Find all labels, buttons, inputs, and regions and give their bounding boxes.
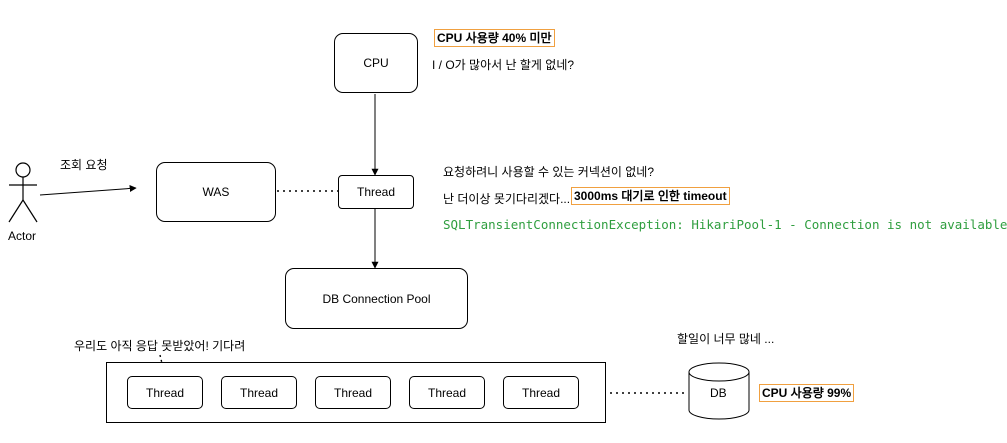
- was-label: WAS: [202, 185, 230, 199]
- pool-thread-2: Thread: [221, 376, 297, 409]
- waiting-threads-note: 우리도 아직 응답 못받았어! 기다려: [74, 339, 246, 353]
- cant-wait-note: 난 더이상 못기다리겠다...: [443, 192, 571, 206]
- db-connection-pool-label: DB Connection Pool: [322, 291, 431, 306]
- db-label: DB: [710, 386, 727, 400]
- exception-text: SQLTransientConnectionException: HikariP…: [443, 217, 1007, 232]
- pool-thread-label: Thread: [427, 385, 467, 400]
- no-connection-note: 요청하려니 사용할 수 있는 커넥션이 없네?: [443, 165, 655, 179]
- pool-thread-label: Thread: [333, 385, 373, 400]
- timeout-badge: 3000ms 대기로 인한 timeout: [571, 187, 730, 205]
- pool-thread-label: Thread: [145, 385, 185, 400]
- pool-thread-1: Thread: [127, 376, 203, 409]
- pool-thread-label: Thread: [239, 385, 279, 400]
- was-box: WAS: [156, 162, 276, 222]
- cpu-box: CPU: [334, 33, 418, 93]
- pool-thread-4: Thread: [409, 376, 485, 409]
- request-label: 조회 요청: [60, 158, 108, 172]
- pool-thread-5: Thread: [503, 376, 579, 409]
- thread-box: Thread: [338, 175, 414, 209]
- cpu-label: CPU: [363, 56, 389, 70]
- db-busy-note: 할일이 너무 많네 ...: [677, 332, 775, 346]
- pool-thread-label: Thread: [521, 385, 561, 400]
- thread-label: Thread: [356, 185, 396, 199]
- db-connection-pool-box: DB Connection Pool: [285, 268, 468, 329]
- request-arrow: [39, 184, 137, 196]
- actor-figure: [8, 162, 38, 223]
- io-note: I / O가 많아서 난 할게 없네?: [432, 58, 575, 72]
- cpu-usage-low-badge: CPU 사용량 40% 미만: [434, 29, 555, 47]
- cpu-usage-high-badge: CPU 사용량 99%: [759, 384, 855, 402]
- actor-label: Actor: [8, 229, 37, 243]
- db-cylinder: [688, 362, 750, 420]
- diagram-canvas: [8, 94, 750, 420]
- pool-thread-3: Thread: [315, 376, 391, 409]
